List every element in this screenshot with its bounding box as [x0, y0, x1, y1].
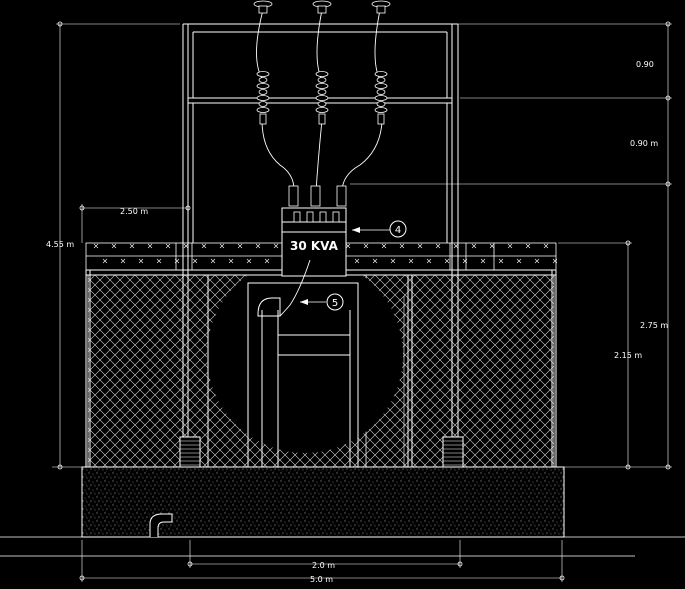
svg-text:5: 5 [332, 298, 338, 309]
pole-bases [179, 436, 464, 468]
cable-terminations [288, 185, 347, 207]
dim-left-total: 4.55 m [46, 240, 74, 249]
ground-lines [0, 536, 685, 557]
svg-text:4: 4 [395, 225, 401, 236]
transformer-rating: 30 KVA [290, 239, 339, 253]
dimension-lines [52, 23, 672, 582]
transformer-bushings [293, 211, 340, 223]
dimension-ticks [57, 21, 671, 581]
dim-right-lower: 2.75 m [640, 321, 668, 330]
dim-base-total: 5.0 m [310, 575, 333, 584]
transformer-support [247, 282, 359, 468]
callout-4: 4 [352, 220, 407, 238]
dim-inner-height: 2.15 m [614, 351, 642, 360]
cutout-insulators [256, 71, 388, 125]
drain-pipe [149, 513, 173, 537]
top-insulators [253, 0, 391, 14]
dim-right-top: 0.90 [636, 60, 654, 69]
concrete-foundation [81, 466, 565, 538]
dim-base-inner: 2.0 m [312, 561, 335, 570]
dim-top-offset: 2.50 m [120, 207, 148, 216]
callout-5: 5 [300, 293, 344, 311]
dim-right-mid: 0.90 m [630, 139, 658, 148]
pole-base-stripes [180, 440, 463, 466]
